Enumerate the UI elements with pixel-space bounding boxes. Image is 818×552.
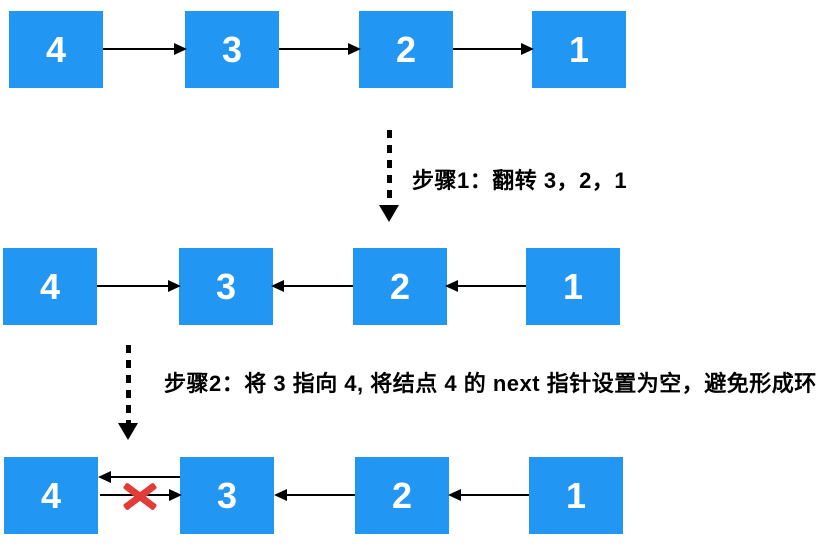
arrow-row2-1-to-2	[445, 280, 526, 292]
step1-down-arrow-icon	[379, 130, 399, 222]
node-row3-3: 3	[180, 457, 274, 534]
node-row3-4: 4	[4, 457, 98, 534]
arrowhead	[379, 205, 399, 222]
node-row3-1: 1	[529, 457, 623, 534]
node-row2-1: 1	[526, 248, 620, 325]
arrow-row1-2-to-1	[453, 43, 534, 55]
node-row2-4: 4	[3, 248, 97, 325]
step2-down-arrow-icon	[118, 345, 138, 440]
node-row3-2: 2	[355, 457, 449, 534]
arrow-row2-2-to-3	[271, 280, 353, 292]
arrowhead	[118, 423, 138, 440]
step-1-label: 步骤1：翻转 3，2，1	[412, 168, 628, 193]
arrow-row3-2-to-3	[274, 489, 355, 501]
arrow-row1-4-to-3	[103, 43, 187, 55]
node-row1-4: 4	[9, 11, 103, 88]
dashed-line	[386, 130, 392, 205]
node-row1-3: 3	[185, 11, 279, 88]
node-row2-3: 3	[179, 248, 273, 325]
arrow-row3-1-to-2	[448, 489, 529, 501]
arrow-row2-4-to-3	[97, 280, 181, 292]
step-2-label: 步骤2：将 3 指向 4, 将结点 4 的 next 指针设置为空，避免形成环	[164, 371, 817, 396]
node-row2-2: 2	[353, 248, 447, 325]
deleted-pointer-cross-icon	[121, 480, 159, 512]
node-row1-2: 2	[359, 11, 453, 88]
node-row1-1: 1	[532, 11, 626, 88]
arrow-row3-3-to-4	[98, 471, 180, 483]
arrow-row1-3-to-2	[279, 43, 361, 55]
dashed-line	[125, 345, 131, 423]
